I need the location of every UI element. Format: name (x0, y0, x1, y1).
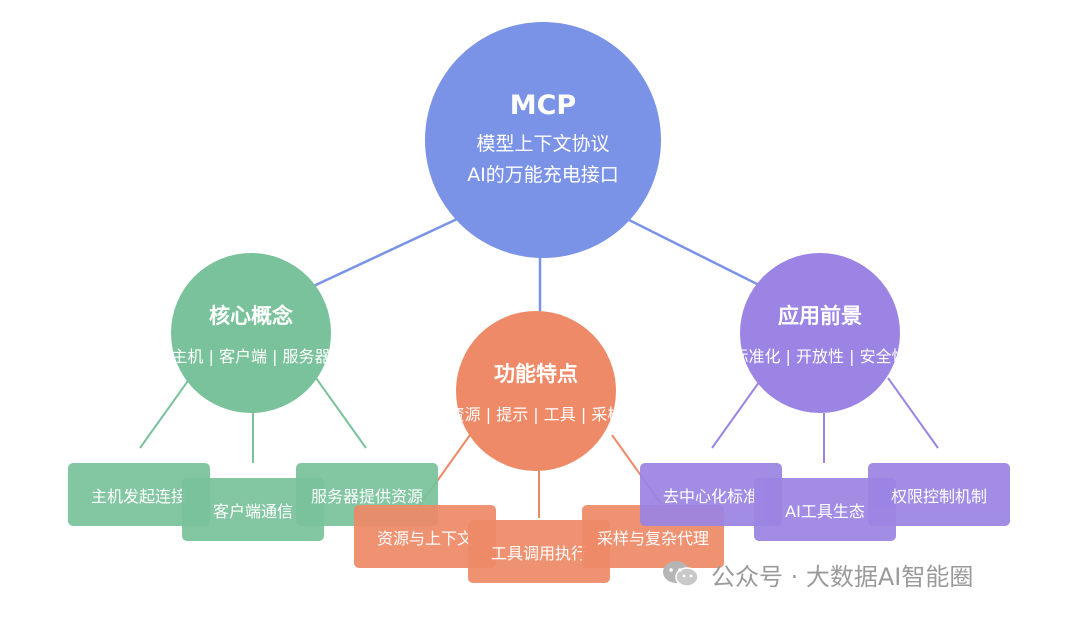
branch-subtitle-applications: 标准化 | 开放性 | 安全性 (740, 346, 900, 366)
connector-core-leaf-3 (315, 377, 367, 449)
branch-title-applications: 应用前景 (778, 303, 862, 328)
root-subtitle-2: AI的万能充电接口 (467, 163, 619, 186)
watermark: 公众号 · 大数据AI智能圈 (661, 556, 973, 592)
branch-node-features: 功能特点 资源 | 提示 | 工具 | 采样 (456, 311, 616, 471)
root-subtitle-1: 模型上下文协议 (476, 132, 610, 155)
root-title: MCP (509, 89, 577, 121)
branch-subtitle-core-concepts: 主机 | 客户端 | 服务器 (171, 346, 331, 366)
branch-title-core-concepts: 核心概念 (209, 303, 293, 328)
wechat-icon (661, 559, 701, 589)
connector-root-core (304, 211, 471, 292)
leaf-apps-permission-control: 权限控制机制 (868, 463, 1010, 526)
connector-root-apps (614, 211, 766, 290)
branch-node-core-concepts: 核心概念 主机 | 客户端 | 服务器 (171, 253, 331, 413)
branch-subtitle-features: 资源 | 提示 | 工具 | 采样 (456, 404, 616, 424)
branch-title-features: 功能特点 (494, 361, 578, 386)
branch-node-applications: 应用前景 标准化 | 开放性 | 安全性 (740, 253, 900, 413)
watermark-text: 公众号 · 大数据AI智能圈 (711, 562, 974, 591)
root-node-mcp: MCP 模型上下文协议 AI的万能充电接口 (425, 22, 661, 258)
connector-core-leaf-1 (139, 377, 191, 449)
connector-apps-leaf-3 (887, 377, 939, 449)
connector-apps-leaf-1 (711, 377, 763, 449)
